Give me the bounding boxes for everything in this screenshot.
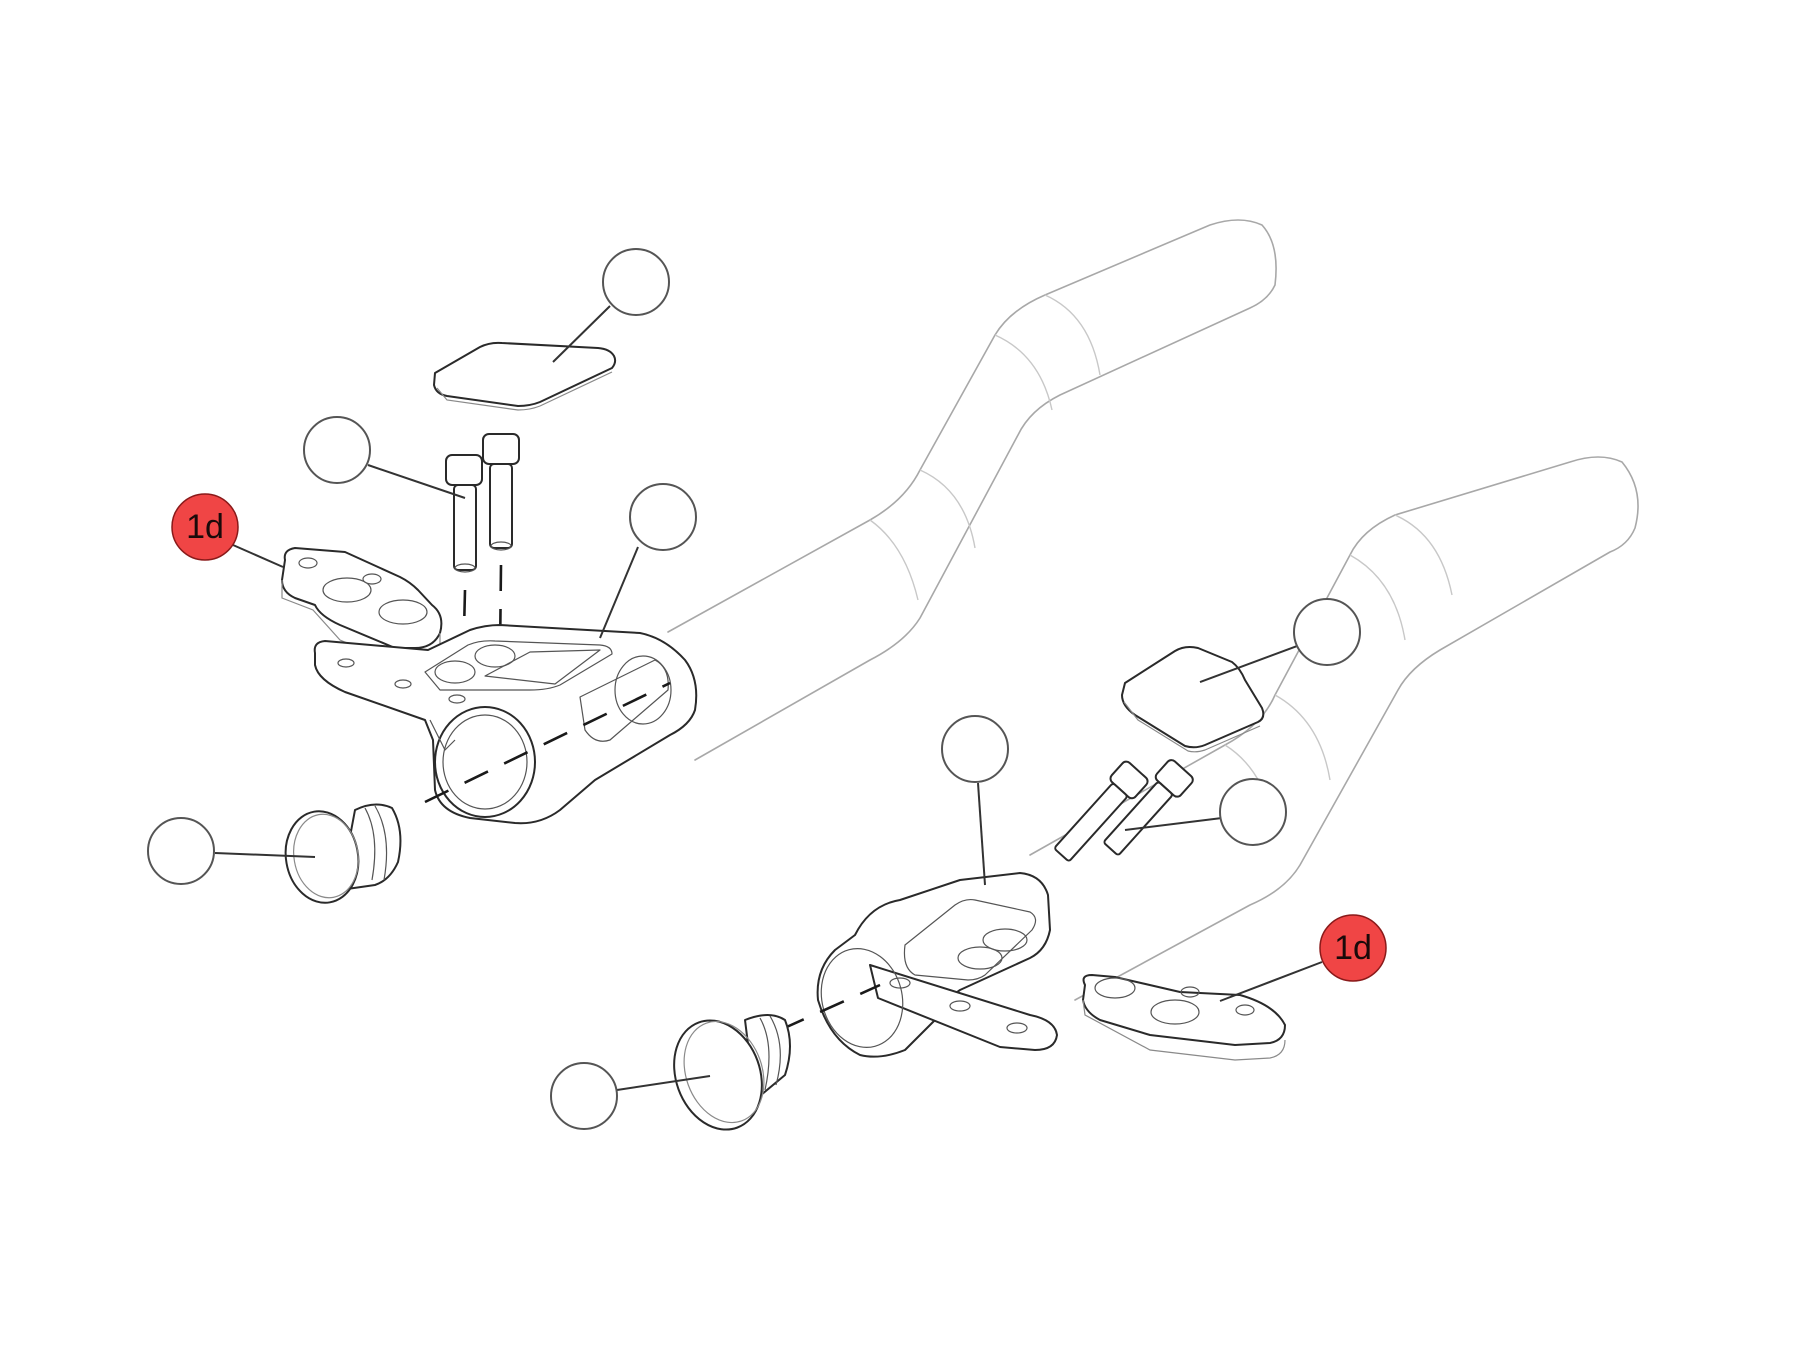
right-pad-cover-part	[1121, 646, 1265, 753]
svg-text:1d: 1d	[1334, 929, 1372, 967]
left-clamp-body-part	[313, 624, 698, 825]
right-end-plug-part	[673, 1014, 791, 1131]
callout-right-bracket-plate-1d[interactable]: 1d	[1319, 914, 1387, 982]
callout-right-clamp-body[interactable]	[941, 715, 1009, 783]
right-clamp-body-part	[816, 872, 1058, 1058]
leader-right-bracket	[1219, 961, 1323, 1002]
left-bolt-axis-2	[498, 564, 503, 656]
leader-right-plug	[616, 1075, 711, 1091]
callout-right-pad-cover[interactable]	[1293, 598, 1361, 666]
right-plug-axis	[779, 983, 881, 1032]
callout-left-pad-cover[interactable]	[602, 248, 670, 316]
callout-left-bolts[interactable]	[303, 416, 371, 484]
leader-left-bolts	[367, 464, 466, 499]
leader-left-pad-cover	[552, 305, 611, 363]
leader-left-plug	[214, 852, 316, 858]
leader-right-bolts	[1124, 817, 1223, 831]
callout-right-end-plug[interactable]	[550, 1062, 618, 1130]
right-bolts-part	[1054, 759, 1194, 862]
callout-right-bolts[interactable]	[1219, 778, 1287, 846]
leader-left-bracket	[232, 544, 284, 568]
left-bolts-part	[445, 433, 520, 573]
leader-right-pad-cover	[1199, 645, 1298, 683]
left-extension-tube	[667, 219, 1277, 761]
leader-left-clamp	[599, 546, 639, 639]
leader-right-clamp	[977, 782, 986, 886]
right-extension-tube	[1029, 456, 1639, 1001]
callout-left-clamp-body[interactable]	[629, 483, 697, 551]
left-plug-axis	[424, 681, 671, 804]
callout-left-end-plug[interactable]	[147, 817, 215, 885]
left-end-plug-part	[284, 803, 402, 904]
right-bracket-plate-part	[1082, 974, 1286, 1061]
callout-left-bracket-plate-1d[interactable]: 1d	[171, 493, 239, 561]
left-pad-cover-part	[433, 341, 617, 411]
svg-text:1d: 1d	[186, 508, 224, 546]
